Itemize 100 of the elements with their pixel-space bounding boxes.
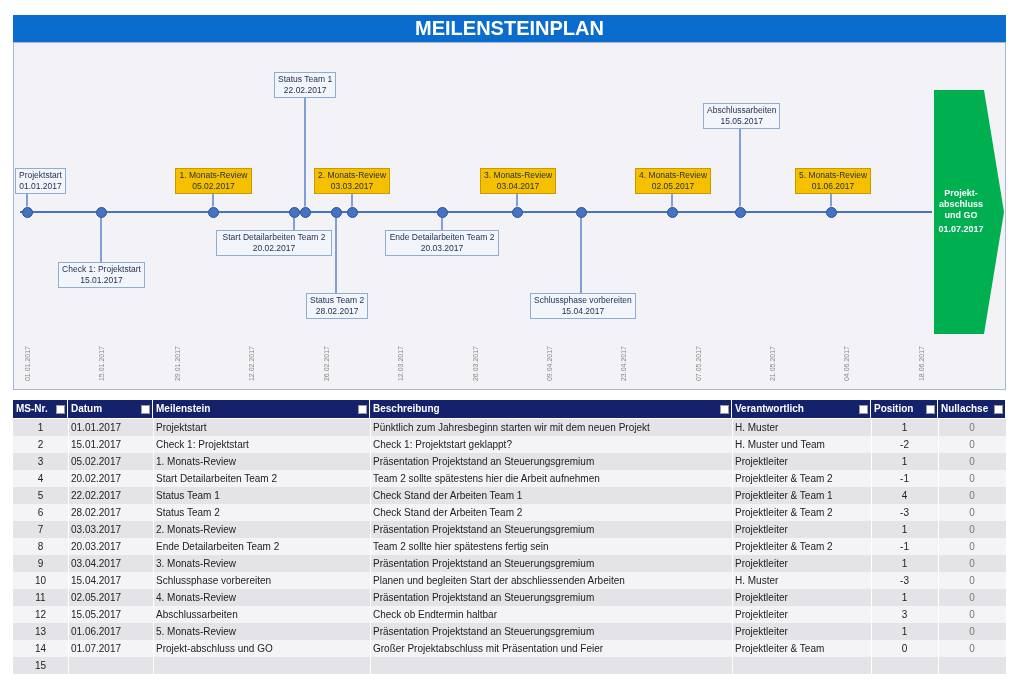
milestone-dot bbox=[288, 206, 300, 218]
table-text: 01.06.2017 bbox=[71, 625, 122, 639]
table-text: 1 bbox=[900, 523, 909, 537]
milestone-callout bbox=[385, 230, 499, 256]
table-text: 4 bbox=[36, 472, 45, 486]
milestone-dot bbox=[21, 206, 33, 218]
table-text: Projektleiter & Team 2 bbox=[735, 540, 833, 554]
table-text: 01.01.2017 bbox=[71, 421, 122, 435]
milestone-callout bbox=[703, 103, 781, 129]
table-text: -2 bbox=[899, 438, 910, 452]
table-text: H. Muster und Team bbox=[735, 438, 825, 452]
table-text: 0 bbox=[968, 523, 976, 537]
milestone-name: Abschlussarbeiten bbox=[707, 105, 777, 116]
milestone-callout bbox=[635, 168, 712, 194]
milestone-callout bbox=[175, 168, 252, 194]
table-text: 15 bbox=[33, 659, 48, 673]
table-text: 15.04.2017 bbox=[71, 574, 122, 588]
milestone-name: 4. Monats-Review bbox=[639, 170, 708, 181]
milestone-name: Ende Detailarbeiten Team 2 bbox=[389, 232, 495, 243]
column-header: Beschreibung bbox=[373, 402, 440, 416]
milestone-date: 15.01.2017 bbox=[79, 275, 124, 286]
table-text: Ende Detailarbeiten Team 2 bbox=[156, 540, 280, 554]
leader-line bbox=[100, 216, 102, 263]
table-text: 1 bbox=[900, 421, 909, 435]
milestone-dot bbox=[330, 206, 342, 218]
table-text: 6 bbox=[36, 506, 45, 520]
milestone-date: 15.05.2017 bbox=[719, 116, 764, 127]
table-text: Präsentation Projektstand an Steuerungsgremium bbox=[373, 591, 595, 605]
table-text: 0 bbox=[968, 642, 976, 656]
milestone-name: Projektstart bbox=[19, 170, 62, 181]
milestone-callout bbox=[216, 230, 332, 256]
column-header: MS-Nr. bbox=[16, 402, 48, 416]
table-text: 0 bbox=[968, 455, 976, 469]
leader-line bbox=[351, 193, 353, 208]
milestone-name: Start Detailarbeiten Team 2 bbox=[221, 232, 327, 243]
milestone-date: 01.06.2017 bbox=[810, 181, 856, 192]
milestone-callout bbox=[314, 168, 391, 194]
milestone-date: 03.04.2017 bbox=[495, 181, 541, 192]
milestone-date: 20.02.2017 bbox=[251, 243, 297, 254]
table-text: 20.03.2017 bbox=[71, 540, 122, 554]
table-text: Check 1: Projektstart bbox=[156, 438, 249, 452]
table-text: 03.04.2017 bbox=[71, 557, 122, 571]
milestone-callout bbox=[274, 72, 337, 98]
table-text: Abschlussarbeiten bbox=[156, 608, 238, 622]
table-text: 2 bbox=[36, 438, 45, 452]
table-text: Projektleiter bbox=[735, 608, 788, 622]
milestone-name: Schlussphase vorbereiten bbox=[534, 295, 632, 306]
table-text: Präsentation Projektstand an Steuerungsgremium bbox=[373, 523, 595, 537]
milestone-date: 20.03.2017 bbox=[419, 243, 465, 254]
table-text: Check ob Endtermin haltbar bbox=[373, 608, 497, 622]
table-text: Projektleiter & Team bbox=[735, 642, 825, 656]
table-text: 15.01.2017 bbox=[71, 438, 122, 452]
table-text: 9 bbox=[36, 557, 45, 571]
table-text: 0 bbox=[900, 642, 909, 656]
table-text: 3 bbox=[900, 608, 909, 622]
milestone-date: 28.02.2017 bbox=[314, 306, 360, 317]
leader-line bbox=[671, 193, 673, 208]
table-text: Projektleiter bbox=[735, 557, 788, 571]
milestone-name: 5. Monats-Review bbox=[799, 170, 868, 181]
table-text: Projektleiter bbox=[735, 591, 788, 605]
table-text: 03.03.2017 bbox=[71, 523, 122, 537]
milestone-callout bbox=[795, 168, 872, 194]
leader-line bbox=[212, 193, 214, 208]
leader-line bbox=[441, 216, 443, 231]
milestone-dot bbox=[734, 206, 746, 218]
table-text: Pünktlich zum Jahresbeginn starten wir mit dem neuen Projekt bbox=[373, 421, 650, 435]
milestone-dot bbox=[666, 206, 678, 218]
milestone-dot bbox=[207, 206, 219, 218]
table-text: Planen und begleiten Start der abschliessenden Arbeiten bbox=[373, 574, 625, 588]
table-text: Status Team 2 bbox=[156, 506, 220, 520]
table-text: Projektleiter bbox=[735, 455, 788, 469]
table-text: 14 bbox=[33, 642, 48, 656]
table-text: 1 bbox=[900, 625, 909, 639]
milestone-dot bbox=[575, 206, 587, 218]
table-text: Check Stand der Arbeiten Team 2 bbox=[373, 506, 523, 520]
table-text: Präsentation Projektstand an Steuerungsgremium bbox=[373, 557, 595, 571]
milestone-label: Projekt-abschluss und GO bbox=[938, 188, 984, 221]
table-text: 5. Monats-Review bbox=[156, 625, 237, 639]
table-text: 3 bbox=[36, 455, 45, 469]
table-text: 0 bbox=[968, 625, 976, 639]
milestone-callout bbox=[530, 293, 636, 319]
table-text: Projektleiter bbox=[735, 625, 788, 639]
table-text: 0 bbox=[968, 472, 976, 486]
table-text: Projekt-abschluss und GO bbox=[156, 642, 273, 656]
milestone-date: 05.02.2017 bbox=[191, 181, 236, 192]
table-text: 0 bbox=[968, 574, 976, 588]
table-text: 0 bbox=[968, 421, 976, 435]
milestone-arrow bbox=[934, 90, 1004, 334]
table-text: 0 bbox=[968, 540, 976, 554]
milestone-date: 02.05.2017 bbox=[650, 181, 696, 192]
table-text: Check Stand der Arbeiten Team 1 bbox=[373, 489, 523, 503]
milestone-callout bbox=[306, 293, 369, 319]
table-text: 01.07.2017 bbox=[71, 642, 122, 656]
milestone-callout bbox=[15, 168, 66, 194]
table-text: 13 bbox=[33, 625, 48, 639]
leader-line bbox=[335, 216, 337, 294]
table-text: H. Muster bbox=[735, 421, 779, 435]
leader-line bbox=[739, 128, 741, 208]
milestone-dot bbox=[511, 206, 523, 218]
milestone-dot bbox=[825, 206, 837, 218]
